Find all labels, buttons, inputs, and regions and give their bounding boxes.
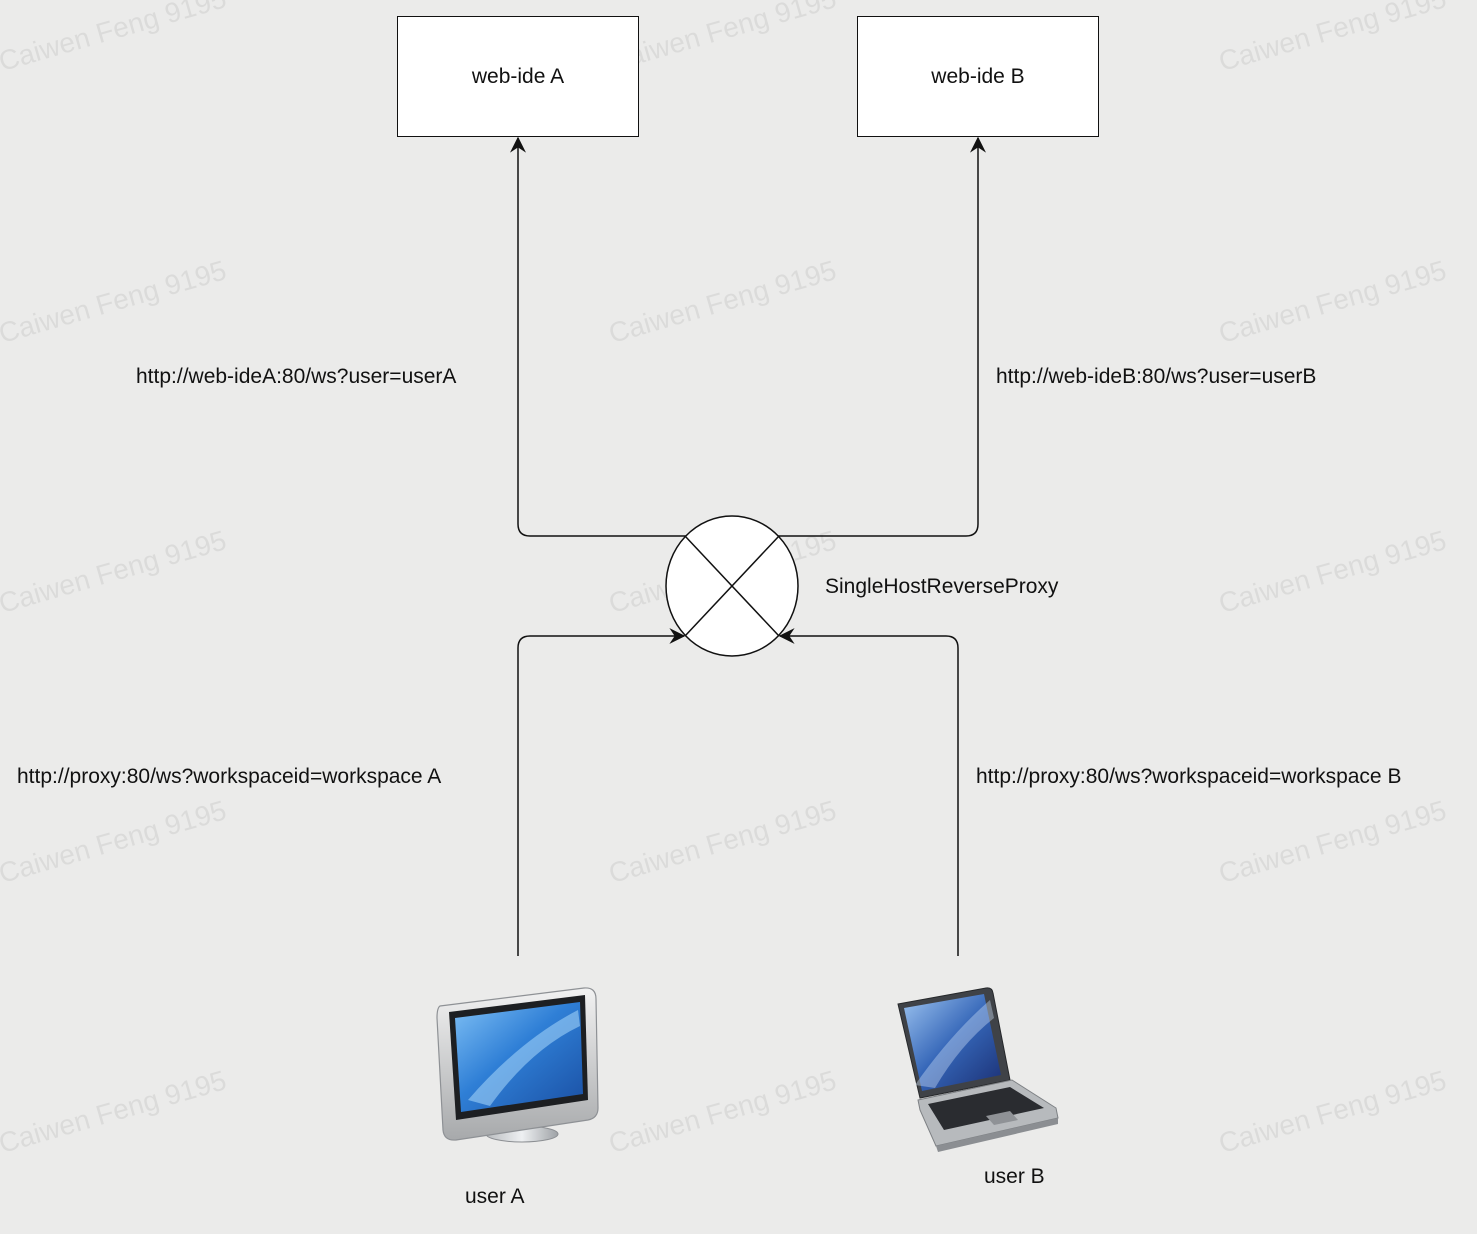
proxy-label: SingleHostReverseProxy [825,575,1059,598]
user-b-label: user B [984,1165,1045,1188]
edge-label-proxy-to-web-ide-a: http://web-ideA:80/ws?user=userA [136,365,457,388]
connector-user-b-to-proxy [778,628,959,956]
web-ide-b-node: web-ide B [857,16,1099,137]
connector-proxy-to-web-ide-b [775,136,986,537]
connector-proxy-to-web-ide-a [510,136,690,537]
edge-label-proxy-to-web-ide-b: http://web-ideB:80/ws?user=userB [996,365,1317,388]
web-ide-a-label: web-ide A [471,64,565,88]
laptop-icon [897,987,1059,1152]
web-ide-a-node: web-ide A [397,16,639,137]
desktop-computer-icon [436,987,599,1143]
connector-user-a-to-proxy [517,628,686,956]
user-a-label: user A [465,1185,525,1208]
edge-label-user-b-to-proxy: http://proxy:80/ws?workspaceid=workspace… [976,765,1402,788]
proxy-node-icon [665,515,799,657]
edge-label-user-a-to-proxy: http://proxy:80/ws?workspaceid=workspace… [17,765,442,788]
web-ide-b-label: web-ide B [931,64,1025,88]
